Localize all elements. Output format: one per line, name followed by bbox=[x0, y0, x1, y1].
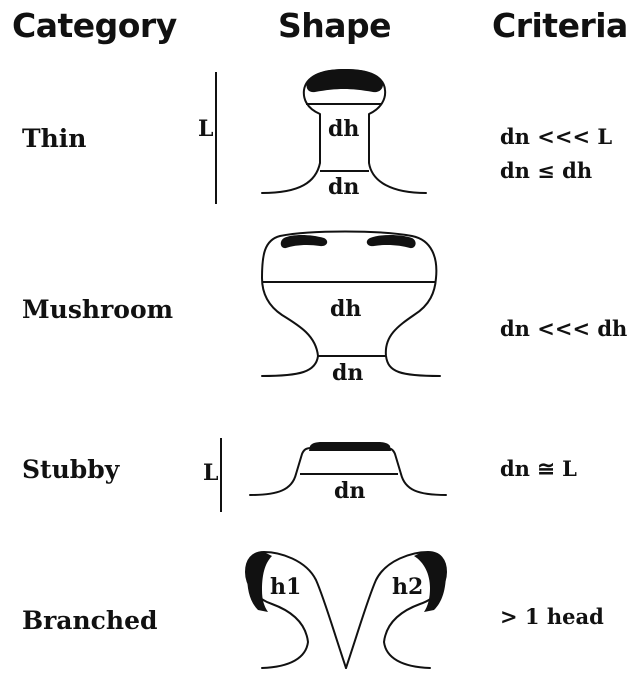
thin-criterion-1: dn <<< L bbox=[500, 124, 612, 149]
stubby-length-label: L bbox=[203, 460, 218, 486]
thin-psd bbox=[306, 69, 383, 92]
mushroom-psd-right bbox=[367, 235, 416, 248]
branched-spine-shape bbox=[246, 552, 446, 668]
branched-head2-label: h2 bbox=[392, 574, 423, 600]
thin-spine-shape bbox=[216, 69, 426, 204]
stubby-psd bbox=[309, 442, 391, 451]
stubby-neck-label: dn bbox=[334, 478, 365, 504]
stubby-criterion: dn ≅ L bbox=[500, 456, 577, 481]
mushroom-psd-left bbox=[281, 235, 327, 248]
thin-length-label: L bbox=[198, 116, 213, 142]
mushroom-criterion: dn <<< dh bbox=[500, 316, 627, 341]
mushroom-head-label: dh bbox=[330, 296, 361, 322]
mushroom-neck-label: dn bbox=[332, 360, 363, 386]
branched-head1-label: h1 bbox=[270, 574, 301, 600]
thin-head-label: dh bbox=[328, 116, 359, 142]
thin-neck-label: dn bbox=[328, 174, 359, 200]
branched-criterion: > 1 head bbox=[500, 604, 604, 629]
thin-criterion-2: dn ≤ dh bbox=[500, 158, 592, 183]
